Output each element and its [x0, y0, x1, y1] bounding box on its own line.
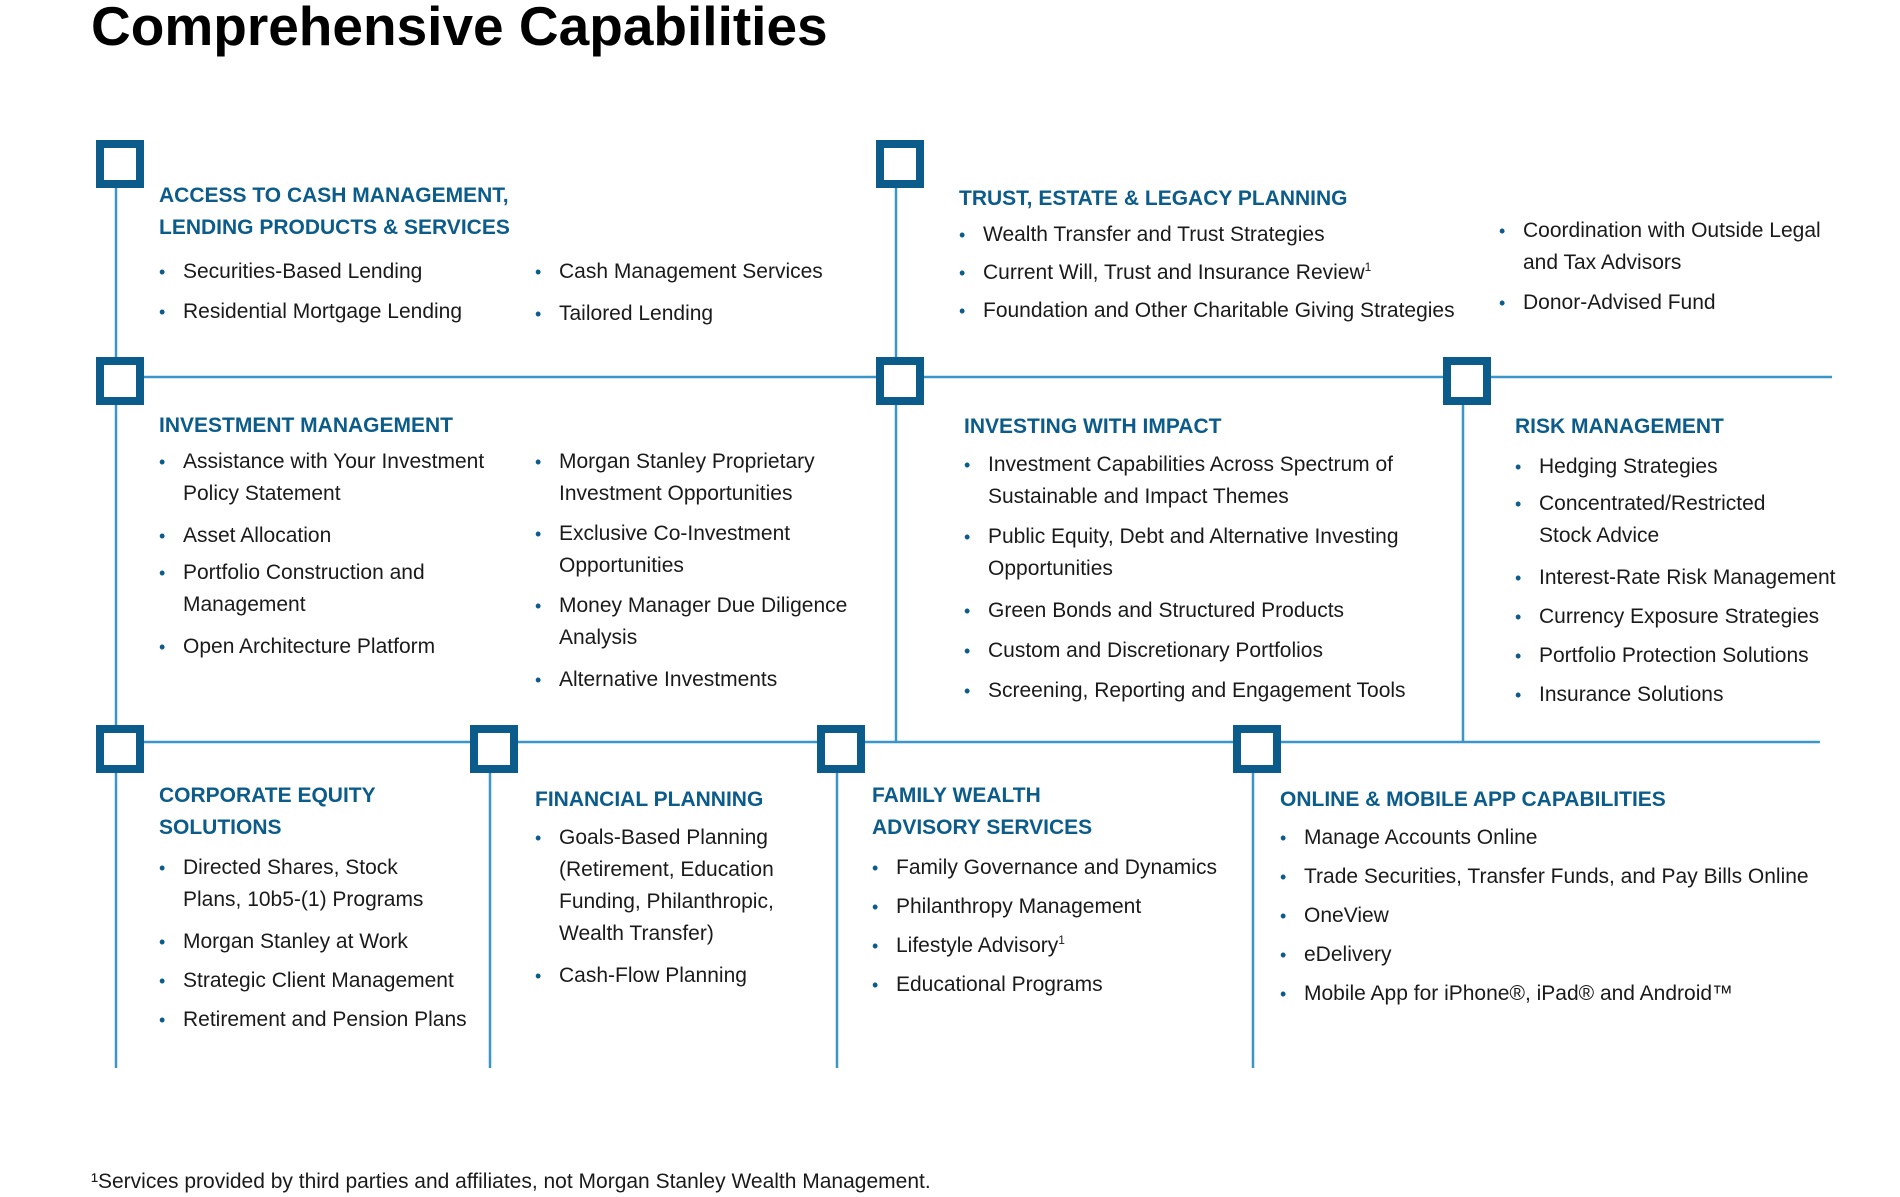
node-cash: [96, 140, 144, 188]
heading-equity: CORPORATE EQUITY SOLUTIONS: [159, 784, 376, 839]
list-item: Public Equity, Debt and Alternative Inve…: [964, 521, 1434, 585]
node-online: [1233, 725, 1281, 773]
list-item: Goals-Based Planning (Retirement, Educat…: [535, 822, 794, 950]
heading-risk: RISK MANAGEMENT: [1515, 415, 1724, 438]
list-item: Directed Shares, Stock Plans, 10b5-(1) P…: [159, 852, 433, 916]
page-title: Comprehensive Capabilities: [91, 0, 828, 57]
node-trust: [876, 140, 924, 188]
node-equity: [96, 725, 144, 773]
list-cash-col2: Cash Management Services Tailored Lendin…: [535, 256, 875, 330]
list-item: Residential Mortgage Lending: [159, 296, 519, 328]
list-item: Mobile App for iPhone®, iPad® and Androi…: [1280, 978, 1860, 1010]
list-financial: Goals-Based Planning (Retirement, Educat…: [535, 822, 825, 992]
heading-cash: ACCESS TO CASH MANAGEMENT, LENDING PRODU…: [159, 184, 510, 239]
list-family: Family Governance and Dynamics Philanthr…: [872, 852, 1232, 1001]
list-item: Donor-Advised Fund: [1499, 287, 1839, 319]
list-investment-col2: Morgan Stanley Proprietary Investment Op…: [535, 446, 855, 696]
heading-trust: TRUST, ESTATE & LEGACY PLANNING: [959, 187, 1348, 210]
list-item: Foundation and Other Charitable Giving S…: [959, 295, 1489, 327]
list-equity: Directed Shares, Stock Plans, 10b5-(1) P…: [159, 852, 479, 1036]
list-online: Manage Accounts Online Trade Securities,…: [1280, 822, 1860, 1010]
list-item: Investment Capabilities Across Spectrum …: [964, 449, 1434, 513]
heading-impact: INVESTING WITH IMPACT: [964, 415, 1222, 438]
heading-investment: INVESTMENT MANAGEMENT: [159, 414, 453, 437]
section-equity: CORPORATE EQUITY SOLUTIONS Directed Shar…: [159, 780, 479, 1036]
list-item: Hedging Strategies: [1515, 451, 1855, 483]
section-risk: RISK MANAGEMENT Hedging Strategies Conce…: [1515, 411, 1855, 711]
list-item: eDelivery: [1280, 939, 1860, 971]
heading-family: FAMILY WEALTH ADVISORY SERVICES: [872, 784, 1093, 839]
section-financial: FINANCIAL PLANNING Goals-Based Planning …: [535, 784, 825, 992]
list-item: Concentrated/Restricted Stock Advice: [1515, 488, 1799, 552]
heading-online: ONLINE & MOBILE APP CAPABILITIES: [1280, 788, 1666, 811]
section-investment: INVESTMENT MANAGEMENT Assistance with Yo…: [159, 410, 879, 696]
list-item: Morgan Stanley Proprietary Investment Op…: [535, 446, 855, 510]
list-cash-col1: Securities-Based Lending Residential Mor…: [159, 256, 519, 328]
list-item: Cash Management Services: [535, 256, 875, 288]
footnote: ¹Services provided by third parties and …: [91, 1170, 931, 1193]
section-family: FAMILY WEALTH ADVISORY SERVICES Family G…: [872, 780, 1232, 1001]
list-item: Cash-Flow Planning: [535, 960, 825, 992]
list-item: Currency Exposure Strategies: [1515, 601, 1855, 633]
list-item: Family Governance and Dynamics: [872, 852, 1232, 884]
section-online: ONLINE & MOBILE APP CAPABILITIES Manage …: [1280, 784, 1860, 1010]
list-item: Trade Securities, Transfer Funds, and Pa…: [1280, 861, 1860, 893]
list-trust-col1: Wealth Transfer and Trust Strategies Cur…: [959, 219, 1489, 327]
list-impact: Investment Capabilities Across Spectrum …: [964, 449, 1434, 707]
list-item: Lifestyle Advisory1: [872, 930, 1232, 962]
list-item: Tailored Lending: [535, 298, 875, 330]
node-investment: [96, 357, 144, 405]
list-item: Alternative Investments: [535, 664, 855, 696]
list-item: OneView: [1280, 900, 1860, 932]
list-trust-col2: Coordination with Outside Legal and Tax …: [1499, 215, 1839, 319]
list-item: Portfolio Protection Solutions: [1515, 640, 1855, 672]
node-financial: [470, 725, 518, 773]
list-item: Insurance Solutions: [1515, 679, 1855, 711]
list-item: Exclusive Co-Investment Opportunities: [535, 518, 855, 582]
list-item: Asset Allocation: [159, 520, 504, 552]
list-item: Strategic Client Management: [159, 965, 479, 997]
section-impact: INVESTING WITH IMPACT Investment Capabil…: [964, 411, 1434, 707]
section-trust: TRUST, ESTATE & LEGACY PLANNING Wealth T…: [959, 183, 1859, 327]
list-item: Coordination with Outside Legal and Tax …: [1499, 215, 1839, 279]
list-item: Morgan Stanley at Work: [159, 926, 479, 958]
list-item: Educational Programs: [872, 969, 1232, 1001]
list-investment-col1: Assistance with Your Investment Policy S…: [159, 446, 504, 663]
list-item: Portfolio Construction and Management: [159, 557, 504, 621]
node-risk: [1443, 357, 1491, 405]
list-item: Interest-Rate Risk Management: [1515, 562, 1855, 594]
node-family: [817, 725, 865, 773]
list-item: Green Bonds and Structured Products: [964, 595, 1434, 627]
list-item: Screening, Reporting and Engagement Tool…: [964, 675, 1434, 707]
list-item: Securities-Based Lending: [159, 256, 519, 288]
node-impact: [876, 357, 924, 405]
list-item: Manage Accounts Online: [1280, 822, 1860, 854]
list-item: Money Manager Due Diligence Analysis: [535, 590, 855, 654]
list-risk: Hedging Strategies Concentrated/Restrict…: [1515, 451, 1855, 711]
section-cash: ACCESS TO CASH MANAGEMENT, LENDING PRODU…: [159, 180, 879, 330]
list-item: Retirement and Pension Plans: [159, 1004, 479, 1036]
list-item: Philanthropy Management: [872, 891, 1232, 923]
list-item: Current Will, Trust and Insurance Review…: [959, 257, 1489, 289]
list-item: Assistance with Your Investment Policy S…: [159, 446, 504, 510]
list-item: Wealth Transfer and Trust Strategies: [959, 219, 1489, 251]
list-item: Custom and Discretionary Portfolios: [964, 635, 1434, 667]
list-item: Open Architecture Platform: [159, 631, 504, 663]
heading-financial: FINANCIAL PLANNING: [535, 788, 764, 811]
